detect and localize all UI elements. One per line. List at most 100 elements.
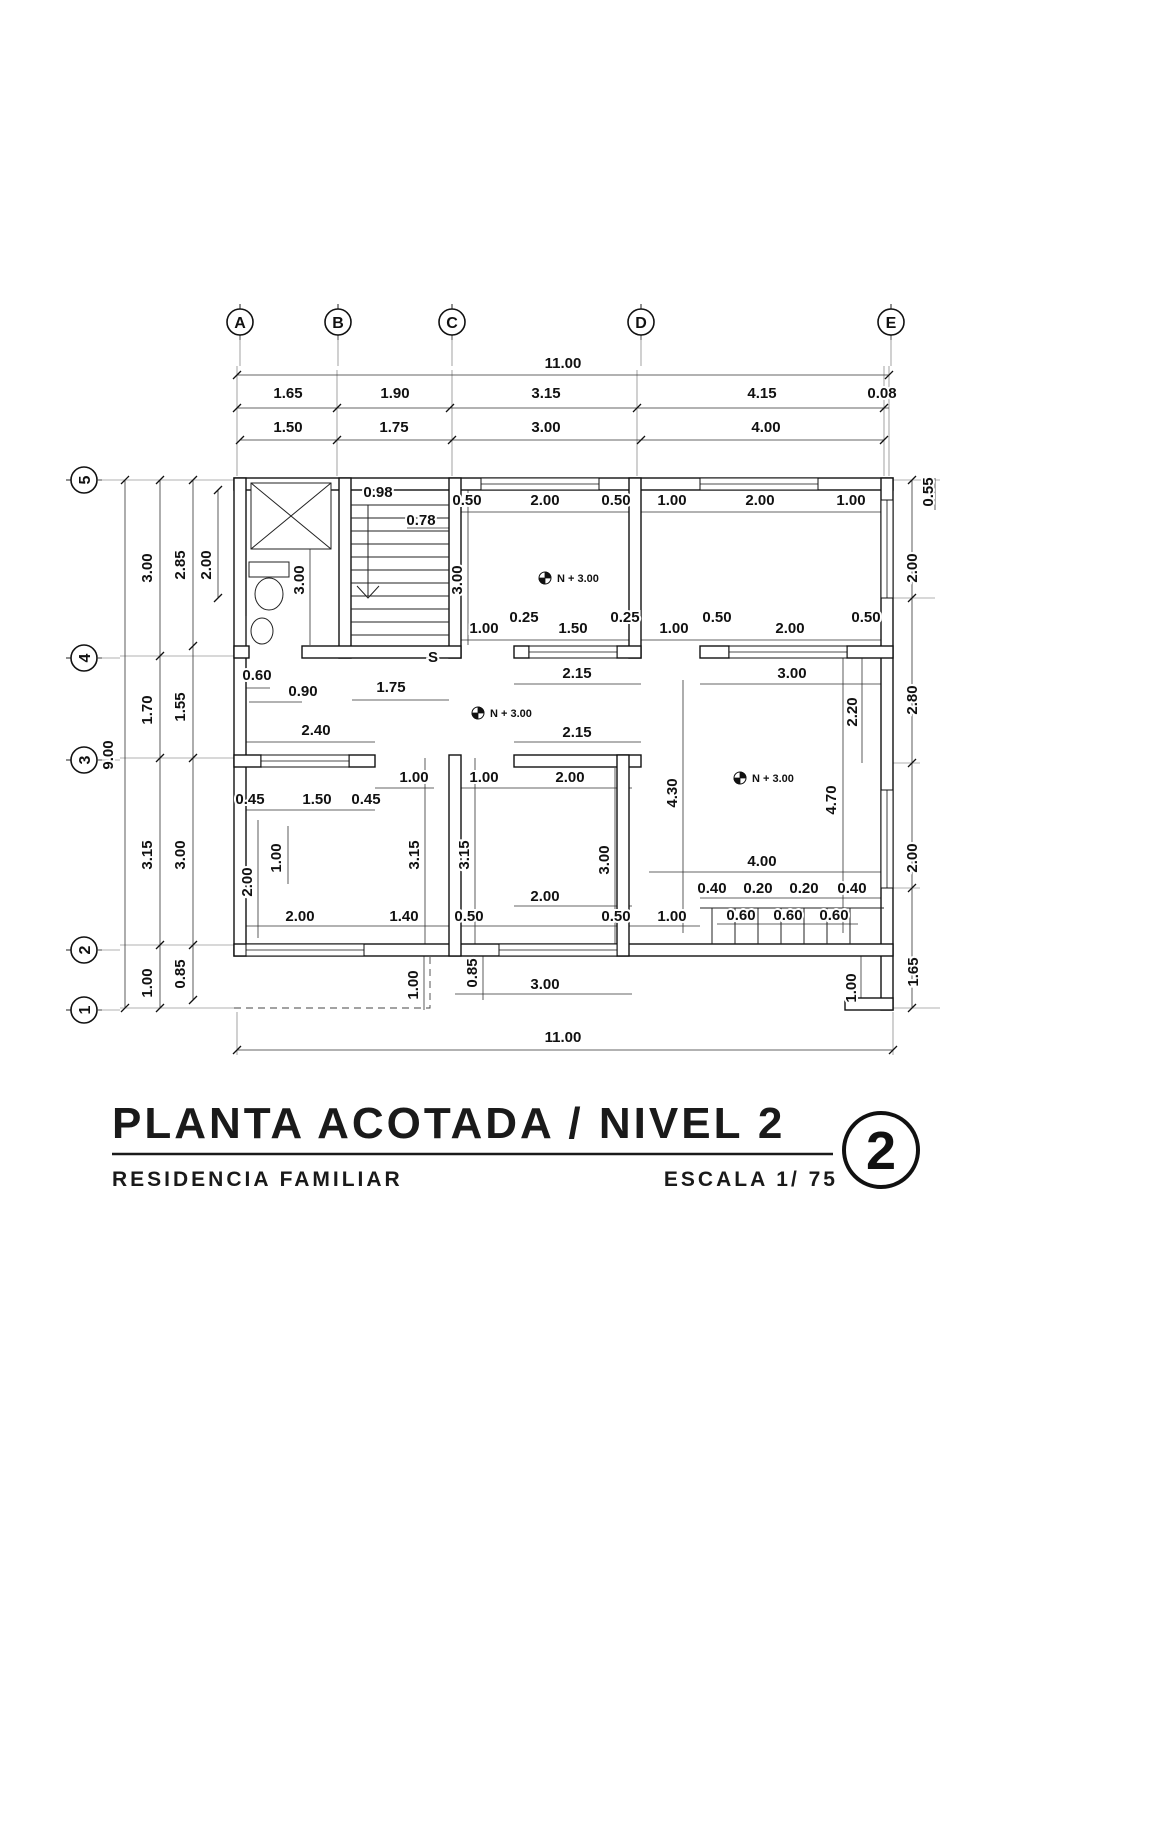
grid-label: 2 — [77, 945, 94, 954]
dimension-label: 0.50 — [601, 492, 630, 509]
window-right-1 — [880, 499, 894, 599]
dimension-label: 1.90 — [380, 385, 409, 402]
title-block: PLANTA ACOTADA / NIVEL 2 RESIDENCIA FAMI… — [112, 1099, 920, 1191]
bathroom — [245, 482, 332, 646]
wall-lower-middle — [513, 754, 642, 768]
dimension-label: 1.00 — [843, 973, 860, 1002]
dimension-label: 3.00 — [291, 565, 308, 594]
dimension-label: 3.15 — [139, 840, 156, 869]
level-marker-label: N + 3.00 — [490, 708, 532, 720]
dimension-label: 11.00 — [545, 355, 582, 372]
dimension-label: 3.00 — [449, 565, 466, 594]
wall-corridor — [616, 645, 642, 659]
dimension-label: 2.80 — [904, 685, 921, 714]
dimension-label: 2.00 — [530, 888, 559, 905]
wall-bath-stair — [338, 477, 352, 659]
wall-corridor — [513, 645, 530, 659]
dimension-ticks — [120, 370, 917, 1055]
stair — [351, 504, 449, 636]
dimension-label: 0.50 — [702, 609, 731, 626]
dimension-label: 3.15 — [456, 840, 473, 869]
dimension-label: 11.00 — [545, 1029, 582, 1046]
level-marker-label: N + 3.00 — [752, 773, 794, 785]
dimension-label: 0.50 — [452, 492, 481, 509]
dimension-label: 2.15 — [562, 724, 591, 741]
level-marker: N + 3.00 — [733, 771, 794, 785]
window-top-1 — [480, 477, 600, 491]
level-markers: N + 3.00 N + 3.00 N + 3.00 — [471, 571, 794, 785]
grid-label: 1 — [77, 1005, 94, 1014]
dimension-label: 0.40 — [837, 880, 866, 897]
dimension-label: 1.00 — [657, 908, 686, 925]
window-interior-2 — [728, 645, 848, 659]
dimension-label: 3.00 — [530, 976, 559, 993]
dimension-label: 2.00 — [745, 492, 774, 509]
dimension-label: 3.15 — [406, 840, 423, 869]
dimension-label: 1.00 — [469, 620, 498, 637]
level-marker: N + 3.00 — [471, 706, 532, 720]
grid-bubble-col-b: B — [324, 304, 352, 340]
dimension-label: 0.08 — [867, 385, 896, 402]
dimension-label: 1.65 — [273, 385, 302, 402]
level-marker-label: N + 3.00 — [557, 573, 599, 585]
dimension-label: 1.00 — [659, 620, 688, 637]
grid-bubble-row-3: 3 — [66, 746, 102, 774]
sheet-title: PLANTA ACOTADA / NIVEL 2 — [112, 1099, 785, 1148]
wall-axis-d-upper — [628, 477, 642, 659]
dimension-label: 2.15 — [562, 665, 591, 682]
dimension-label: 1.00 — [268, 843, 285, 872]
dimension-label: 1.00 — [657, 492, 686, 509]
dimension-label: 0.50 — [601, 908, 630, 925]
wall-axis-c-lower — [448, 754, 462, 957]
wall-corridor — [699, 645, 730, 659]
grid-bubble-col-e: E — [877, 304, 905, 340]
dimension-label: 1.50 — [273, 419, 302, 436]
dimension-label: 1.00 — [399, 769, 428, 786]
dimension-label: 0.98 — [363, 484, 392, 501]
dimension-label: 0.85 — [464, 958, 481, 987]
dimension-label: 2.20 — [844, 697, 861, 726]
dimension-label: 4.00 — [751, 419, 780, 436]
dimension-label: 3.15 — [531, 385, 560, 402]
dimension-label: 3.00 — [172, 840, 189, 869]
stair-arrow-icon — [356, 585, 380, 599]
grid-label: E — [886, 315, 897, 332]
closet-partitions — [700, 907, 884, 944]
dimension-label: 4.00 — [747, 853, 776, 870]
dimension-label: 2.85 — [172, 550, 189, 579]
grid-bubble-col-a: A — [226, 304, 254, 340]
grid-label: C — [446, 315, 458, 332]
window-top-2 — [699, 477, 819, 491]
dimension-label: 1.50 — [558, 620, 587, 637]
grid-axes-rows: 5 4 3 2 1 — [66, 466, 102, 1024]
wall-return-bottom-right — [844, 997, 894, 1011]
sink-icon — [245, 616, 274, 646]
wall-corridor — [233, 645, 250, 659]
dimension-label: 0.25 — [610, 609, 639, 626]
dimension-label: 2.00 — [530, 492, 559, 509]
grid-bubble-col-d: D — [627, 304, 655, 340]
wall-lower-vertical — [616, 754, 630, 957]
dimension-label: 4.30 — [664, 778, 681, 807]
toilet-icon — [248, 561, 290, 611]
projection-dashed-lines — [234, 956, 431, 1009]
grid-axes-columns: A B C D E — [226, 304, 905, 340]
shower-icon — [250, 482, 332, 550]
dimension-label: 0.90 — [288, 683, 317, 700]
dimension-label: 1.50 — [302, 791, 331, 808]
dimension-label: 0.45 — [235, 791, 264, 808]
dimension-label: 0.50 — [851, 609, 880, 626]
dimension-label: 4.70 — [823, 785, 840, 814]
dimension-label: 0.78 — [406, 512, 435, 529]
grid-bubble-row-4: 4 — [66, 644, 102, 672]
grid-label: 3 — [77, 755, 94, 764]
dimension-label: 0.85 — [172, 959, 189, 988]
dimension-label: 3.00 — [531, 419, 560, 436]
dimension-label: 0.40 — [697, 880, 726, 897]
window-right-2 — [880, 789, 894, 889]
window-interior-1 — [528, 645, 618, 659]
dimension-label: 1.40 — [389, 908, 418, 925]
wall-corridor — [301, 645, 462, 659]
dimension-label: 0.25 — [509, 609, 538, 626]
